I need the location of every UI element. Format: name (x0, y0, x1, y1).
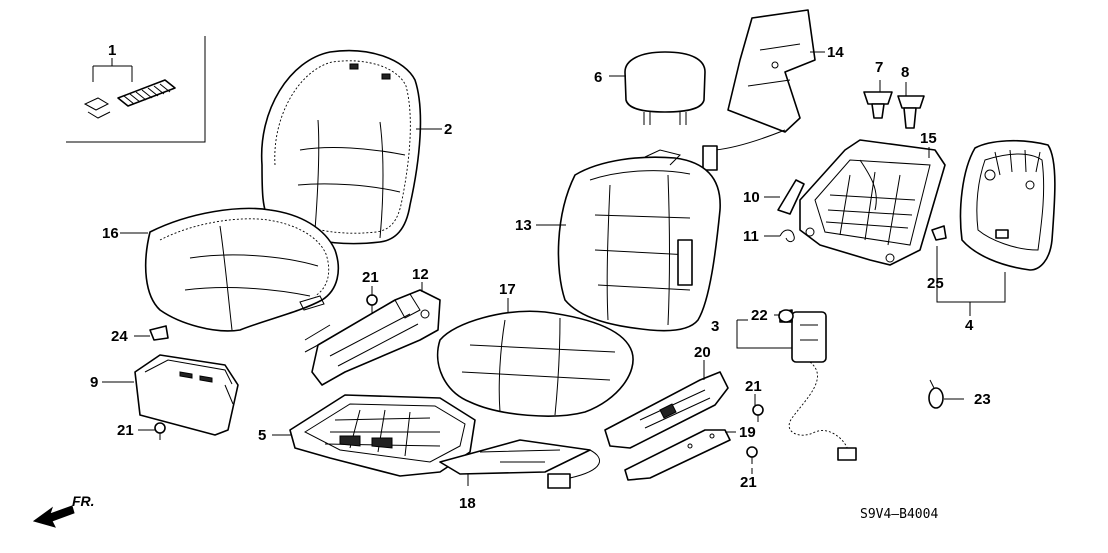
leader-lines (102, 51, 1006, 486)
part-14-back-heater-pad (702, 9, 816, 171)
label-part-1: 1 (108, 42, 116, 59)
label-part-24: 24 (111, 328, 128, 345)
part-6-headrest (624, 51, 706, 125)
part-5-seat-frame (289, 394, 476, 477)
label-part-18: 18 (459, 495, 476, 512)
part-13-seatback-pad (557, 149, 721, 332)
label-part-9: 9 (90, 374, 98, 391)
part-7-clip (863, 91, 893, 119)
label-part-21-d: 21 (740, 474, 757, 491)
part-16-cushion-cover (144, 207, 339, 332)
label-part-13: 13 (515, 217, 532, 234)
part-9-side-panel (134, 354, 239, 436)
label-part-22: 22 (751, 307, 768, 324)
label-part-4: 4 (965, 317, 974, 334)
part-8-clip (897, 95, 925, 129)
label-part-21-a: 21 (362, 269, 379, 286)
part-21-bolt-d (746, 446, 758, 464)
part-23-ring (928, 379, 944, 409)
part-22-knob (778, 309, 794, 323)
part-11-spring-clip (779, 229, 795, 243)
part-18-seat-heater-pad (439, 439, 600, 489)
part-12-seat-side-frame (304, 289, 441, 386)
label-part-21-b: 21 (117, 422, 134, 439)
front-label: FR. (72, 493, 95, 509)
label-part-17: 17 (499, 281, 516, 298)
label-part-11: 11 (743, 228, 759, 245)
label-part-5: 5 (258, 427, 266, 444)
label-part-8: 8 (901, 64, 909, 81)
label-part-20: 20 (694, 344, 711, 361)
label-part-16: 16 (102, 225, 119, 242)
label-part-25: 25 (927, 275, 944, 292)
part-20-outer-cover (604, 371, 729, 449)
part-21-bolt-b (154, 422, 166, 440)
part-4-back-panel (959, 139, 1056, 271)
label-part-12: 12 (412, 266, 429, 283)
part-10-knob (777, 179, 805, 215)
label-part-21-c: 21 (745, 378, 762, 395)
part-24-clip (149, 325, 169, 341)
front-direction-indicator: FR. (32, 493, 95, 528)
part-17-cushion-pad (436, 310, 634, 417)
part-25-clip (931, 225, 947, 241)
label-part-2: 2 (444, 121, 452, 138)
label-part-3: 3 (711, 318, 719, 335)
part-1-clip-set (66, 36, 206, 143)
label-part-6: 6 (594, 69, 602, 86)
label-part-14: 14 (827, 44, 844, 61)
part-21-bolt-c (752, 404, 764, 422)
label-part-19: 19 (739, 424, 756, 441)
front-arrow-icon (32, 505, 75, 528)
label-part-10: 10 (743, 189, 760, 206)
part-3-switch-harness (779, 309, 857, 461)
label-part-7: 7 (875, 59, 883, 76)
label-part-15: 15 (920, 130, 937, 147)
part-number-labels: 1 2 3 4 5 6 7 8 9 10 11 12 13 14 15 16 1… (90, 42, 991, 512)
part-19-cover (624, 429, 731, 481)
diagram-code: S9V4—B4004 (860, 507, 938, 522)
label-part-23: 23 (974, 391, 991, 408)
part-15-seatback-frame (799, 139, 946, 266)
